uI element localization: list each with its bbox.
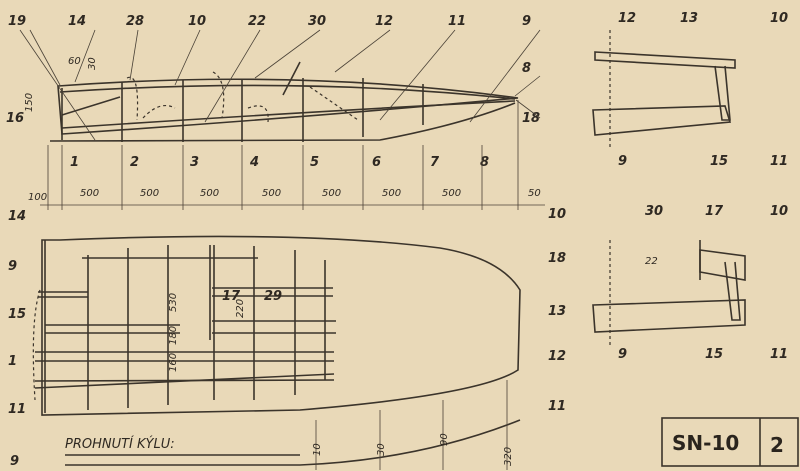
svg-text:180: 180 [168, 326, 179, 345]
svg-text:5: 5 [310, 155, 319, 170]
svg-text:9: 9 [618, 347, 627, 362]
section-bottom: 30 17 10 22 9 15 11 [592, 204, 788, 362]
svg-text:500: 500 [80, 188, 99, 199]
svg-text:9: 9 [522, 14, 531, 29]
svg-text:8: 8 [480, 155, 489, 170]
svg-text:7: 7 [430, 155, 440, 170]
side-view: 19 14 28 10 22 30 12 11 9 8 18 16 60 30 … [6, 14, 545, 210]
svg-text:28: 28 [126, 14, 144, 29]
side-dimensions: 100 500 500 500 500 500 500 500 50 [28, 188, 541, 203]
svg-text:12: 12 [618, 11, 636, 26]
svg-text:13: 13 [548, 304, 566, 319]
plan-view: 14 9 15 1 11 17 29 10 18 13 12 11 530 18… [8, 207, 566, 417]
side-hull-outline [57, 78, 519, 135]
svg-text:500: 500 [200, 188, 219, 199]
svg-text:9: 9 [10, 454, 19, 469]
svg-text:160: 160 [168, 353, 179, 372]
svg-text:12: 12 [375, 14, 393, 29]
plan-hull-outline [41, 235, 521, 416]
svg-text:220: 220 [235, 299, 246, 318]
svg-text:10: 10 [188, 14, 206, 29]
svg-text:SN-10: SN-10 [672, 431, 739, 455]
svg-text:1: 1 [8, 354, 17, 369]
svg-text:60: 60 [68, 56, 81, 67]
svg-text:18: 18 [548, 251, 566, 266]
svg-text:PROHNUTÍ KÝLU:: PROHNUTÍ KÝLU: [65, 436, 175, 452]
svg-text:19: 19 [8, 14, 26, 29]
svg-text:22: 22 [645, 256, 658, 267]
svg-text:22: 22 [248, 14, 266, 29]
svg-text:14: 14 [68, 14, 86, 29]
svg-text:500: 500 [382, 188, 401, 199]
plan-part-labels: 14 9 15 1 11 17 29 10 18 13 12 11 [8, 207, 566, 417]
svg-text:9: 9 [618, 154, 627, 169]
svg-text:30: 30 [87, 57, 98, 70]
svg-text:530: 530 [168, 293, 179, 312]
svg-text:16: 16 [6, 111, 24, 126]
svg-text:13: 13 [680, 11, 698, 26]
svg-text:30: 30 [376, 443, 387, 456]
svg-text:100: 100 [28, 192, 47, 203]
svg-text:4: 4 [249, 155, 259, 170]
svg-text:29: 29 [264, 289, 282, 304]
svg-text:11: 11 [448, 14, 466, 29]
section-top: 12 13 10 9 15 11 [592, 11, 788, 169]
svg-text:17: 17 [222, 289, 241, 304]
side-frames [61, 78, 424, 142]
svg-text:18: 18 [522, 111, 540, 126]
svg-text:500: 500 [262, 188, 281, 199]
svg-text:8: 8 [522, 61, 531, 76]
svg-text:90: 90 [439, 433, 450, 446]
svg-text:2: 2 [770, 433, 784, 457]
keel-bend: PROHNUTÍ KÝLU: 9 10 30 90 320 [10, 380, 521, 470]
title-block: SN-10 2 [661, 417, 799, 467]
frame-labels: 1 2 3 4 5 6 7 8 [70, 155, 489, 170]
svg-text:1: 1 [70, 155, 79, 170]
svg-text:11: 11 [8, 402, 26, 417]
svg-text:11: 11 [770, 154, 788, 169]
svg-text:6: 6 [372, 155, 381, 170]
svg-text:500: 500 [442, 188, 461, 199]
svg-text:150: 150 [24, 93, 35, 112]
svg-text:30: 30 [645, 204, 663, 219]
svg-text:10: 10 [312, 443, 323, 456]
svg-text:15: 15 [705, 347, 723, 362]
svg-text:15: 15 [710, 154, 728, 169]
svg-text:320: 320 [503, 447, 514, 466]
svg-text:30: 30 [308, 14, 326, 29]
svg-text:10: 10 [548, 207, 566, 222]
svg-text:10: 10 [770, 204, 788, 219]
svg-text:17: 17 [705, 204, 724, 219]
svg-text:500: 500 [322, 188, 341, 199]
svg-text:12: 12 [548, 349, 566, 364]
svg-text:14: 14 [8, 209, 26, 224]
side-part-labels: 19 14 28 10 22 30 12 11 9 8 18 16 [6, 14, 540, 126]
svg-text:500: 500 [140, 188, 159, 199]
svg-text:11: 11 [548, 399, 566, 414]
svg-text:50: 50 [528, 188, 541, 199]
svg-text:10: 10 [770, 11, 788, 26]
svg-text:9: 9 [8, 259, 17, 274]
svg-text:3: 3 [190, 155, 199, 170]
svg-text:11: 11 [770, 347, 788, 362]
svg-text:15: 15 [8, 307, 26, 322]
svg-text:2: 2 [130, 155, 139, 170]
